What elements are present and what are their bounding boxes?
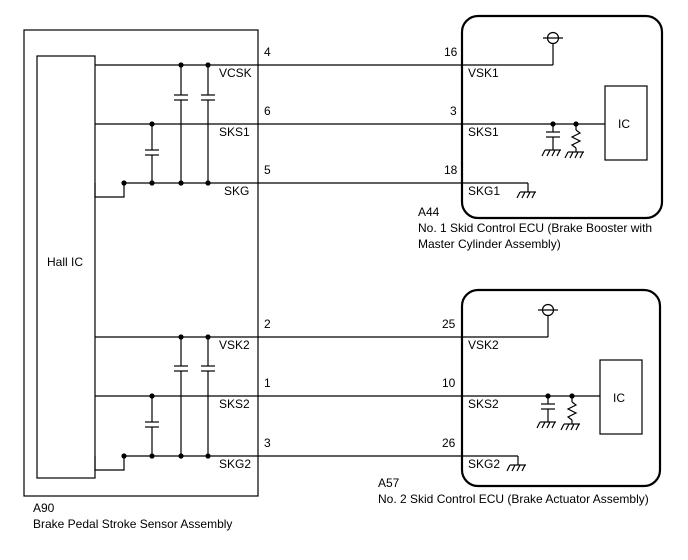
ecu2-ic-block (599, 359, 643, 435)
sensor-pin-name-vsk2: VSK2 (219, 338, 250, 352)
sensor-code: A90 (33, 501, 55, 515)
ecu2-pin-num-vsk2: 25 (442, 317, 456, 331)
ecu1-ic-label: IC (618, 117, 630, 131)
sensor-pin-num-sks2: 1 (264, 376, 271, 390)
ecu1-name-line1: No. 1 Skid Control ECU (Brake Booster wi… (418, 221, 652, 235)
ecu2-pin-name-skg2: SKG2 (468, 457, 500, 471)
sensor-pin-num-sks1: 6 (264, 104, 271, 118)
sensor-assembly-box (23, 29, 259, 497)
ecu1-name-line2: Master Cylinder Assembly) (418, 237, 561, 251)
ecu2-name-line1: No. 2 Skid Control ECU (Brake Actuator A… (378, 492, 649, 506)
sensor-name: Brake Pedal Stroke Sensor Assembly (33, 517, 232, 531)
ecu2-pin-name-vsk2: VSK2 (468, 338, 499, 352)
sensor-pin-name-skg: SKG (224, 184, 249, 198)
ecu1-code: A44 (418, 205, 440, 219)
wire-skg-hall-loop (94, 183, 125, 198)
ecu1-internal-circuit (516, 31, 584, 199)
sensor-pin-num-vcsk: 4 (264, 45, 271, 59)
ecu1-pin-num-vsk1: 16 (444, 45, 458, 59)
sensor-pin-num-skg: 5 (264, 163, 271, 177)
ecu2-box (460, 288, 662, 488)
hall-ic-block (36, 55, 96, 479)
sensor-pin-name-vcsk: VCSK (219, 66, 252, 80)
top-circuit (94, 62, 605, 198)
sensor-pin-name-sks1: SKS1 (219, 125, 250, 139)
ecu1-pin-name-sks1: SKS1 (468, 125, 499, 139)
ecu1-ic-block (604, 85, 648, 161)
ecu2-ic-label: IC (613, 391, 625, 405)
hall-ic-label: Hall IC (47, 255, 83, 269)
sensor-pin-name-skg2: SKG2 (219, 457, 251, 471)
ecu1-pin-num-sks1: 3 (450, 104, 457, 118)
ecu2-code: A57 (378, 476, 400, 490)
sensor-pin-name-sks2: SKS2 (219, 397, 250, 411)
bottom-circuit (94, 334, 600, 471)
ecu2-pin-name-sks2: SKS2 (468, 397, 499, 411)
ecu2-internal-circuit (506, 303, 580, 472)
sensor-pin-num-skg2: 3 (264, 436, 271, 450)
ecu2-resistor-icon (566, 401, 578, 421)
ecu1-resistor-icon (570, 129, 582, 149)
ecu1-pin-name-vsk1: VSK1 (468, 66, 499, 80)
ecu1-pin-name-skg1: SKG1 (468, 184, 500, 198)
wire-skg2-hall-loop (94, 456, 125, 471)
ecu2-pin-num-sks2: 10 (442, 376, 456, 390)
ecu1-box (460, 14, 664, 220)
ecu1-pin-num-skg1: 18 (444, 163, 458, 177)
ecu2-pin-num-skg2: 26 (442, 436, 456, 450)
sensor-pin-num-vsk2: 2 (264, 317, 271, 331)
